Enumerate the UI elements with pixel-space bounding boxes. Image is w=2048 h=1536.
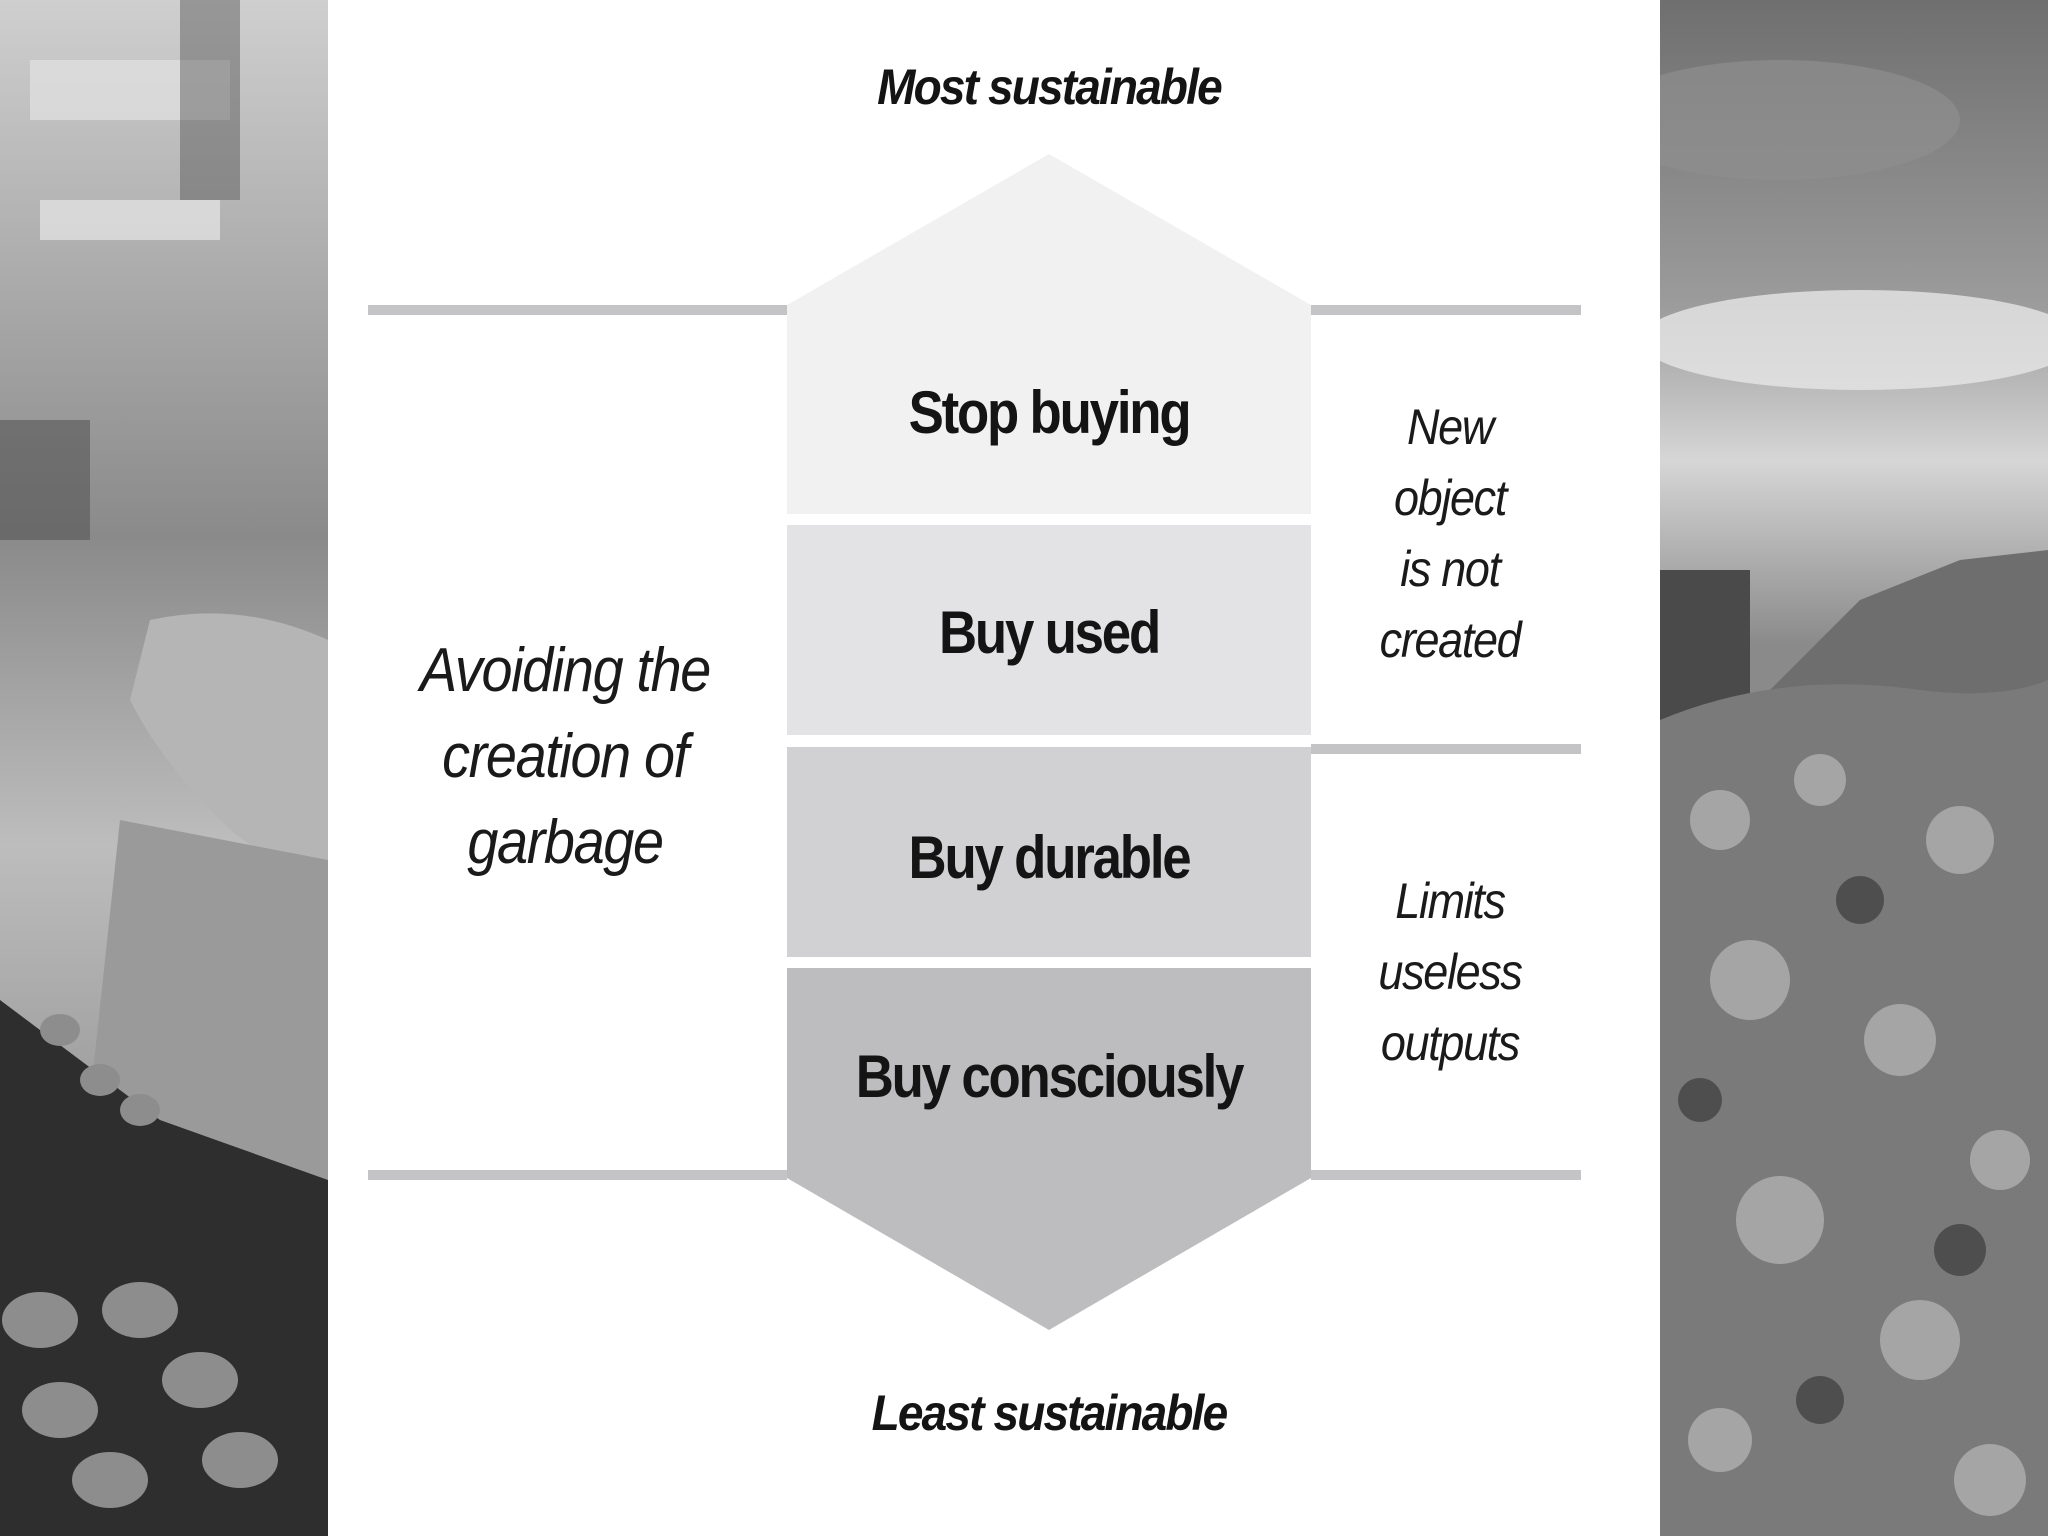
tier-label-buy-durable: Buy durable [908,824,1192,891]
rule-bottom-right [1311,1170,1581,1180]
tier-buy-consciously [787,968,1311,1330]
landfill-photo [1660,0,2048,1536]
tier-label-buy-consciously: Buy consciously [855,1043,1245,1110]
least-sustainable-label: Least sustainable [871,1385,1229,1441]
right-note-line: New [1407,399,1494,455]
tier-buy-used [787,525,1311,735]
right-note-bottom: Limits useless outputs [1342,866,1558,1079]
right-note-line: outputs [1380,1015,1521,1071]
card-terminal-photo [0,0,328,1536]
rule-bottom-left [368,1170,787,1180]
rule-middle-right [1311,744,1581,754]
right-note-line: object [1394,470,1507,526]
tier-buy-durable [787,747,1311,957]
right-note-top: New object is not created [1342,392,1558,676]
most-sustainable-label: Most sustainable [877,59,1223,115]
right-note-line: Limits [1395,873,1506,929]
rule-top-right [1311,305,1581,315]
right-note-line: useless [1378,944,1522,1000]
tier-stop-buying [787,154,1311,514]
left-note-line: Avoiding the [420,636,711,705]
right-note-line: is not [1400,541,1501,597]
left-note-line: garbage [467,808,664,877]
tier-label-stop-buying: Stop buying [908,379,1192,446]
left-note: Avoiding the creation of garbage [390,628,741,886]
right-note-line: created [1379,612,1522,668]
tier-label-buy-used: Buy used [938,599,1161,666]
rule-top-left [368,305,787,315]
left-note-line: creation of [442,722,689,791]
